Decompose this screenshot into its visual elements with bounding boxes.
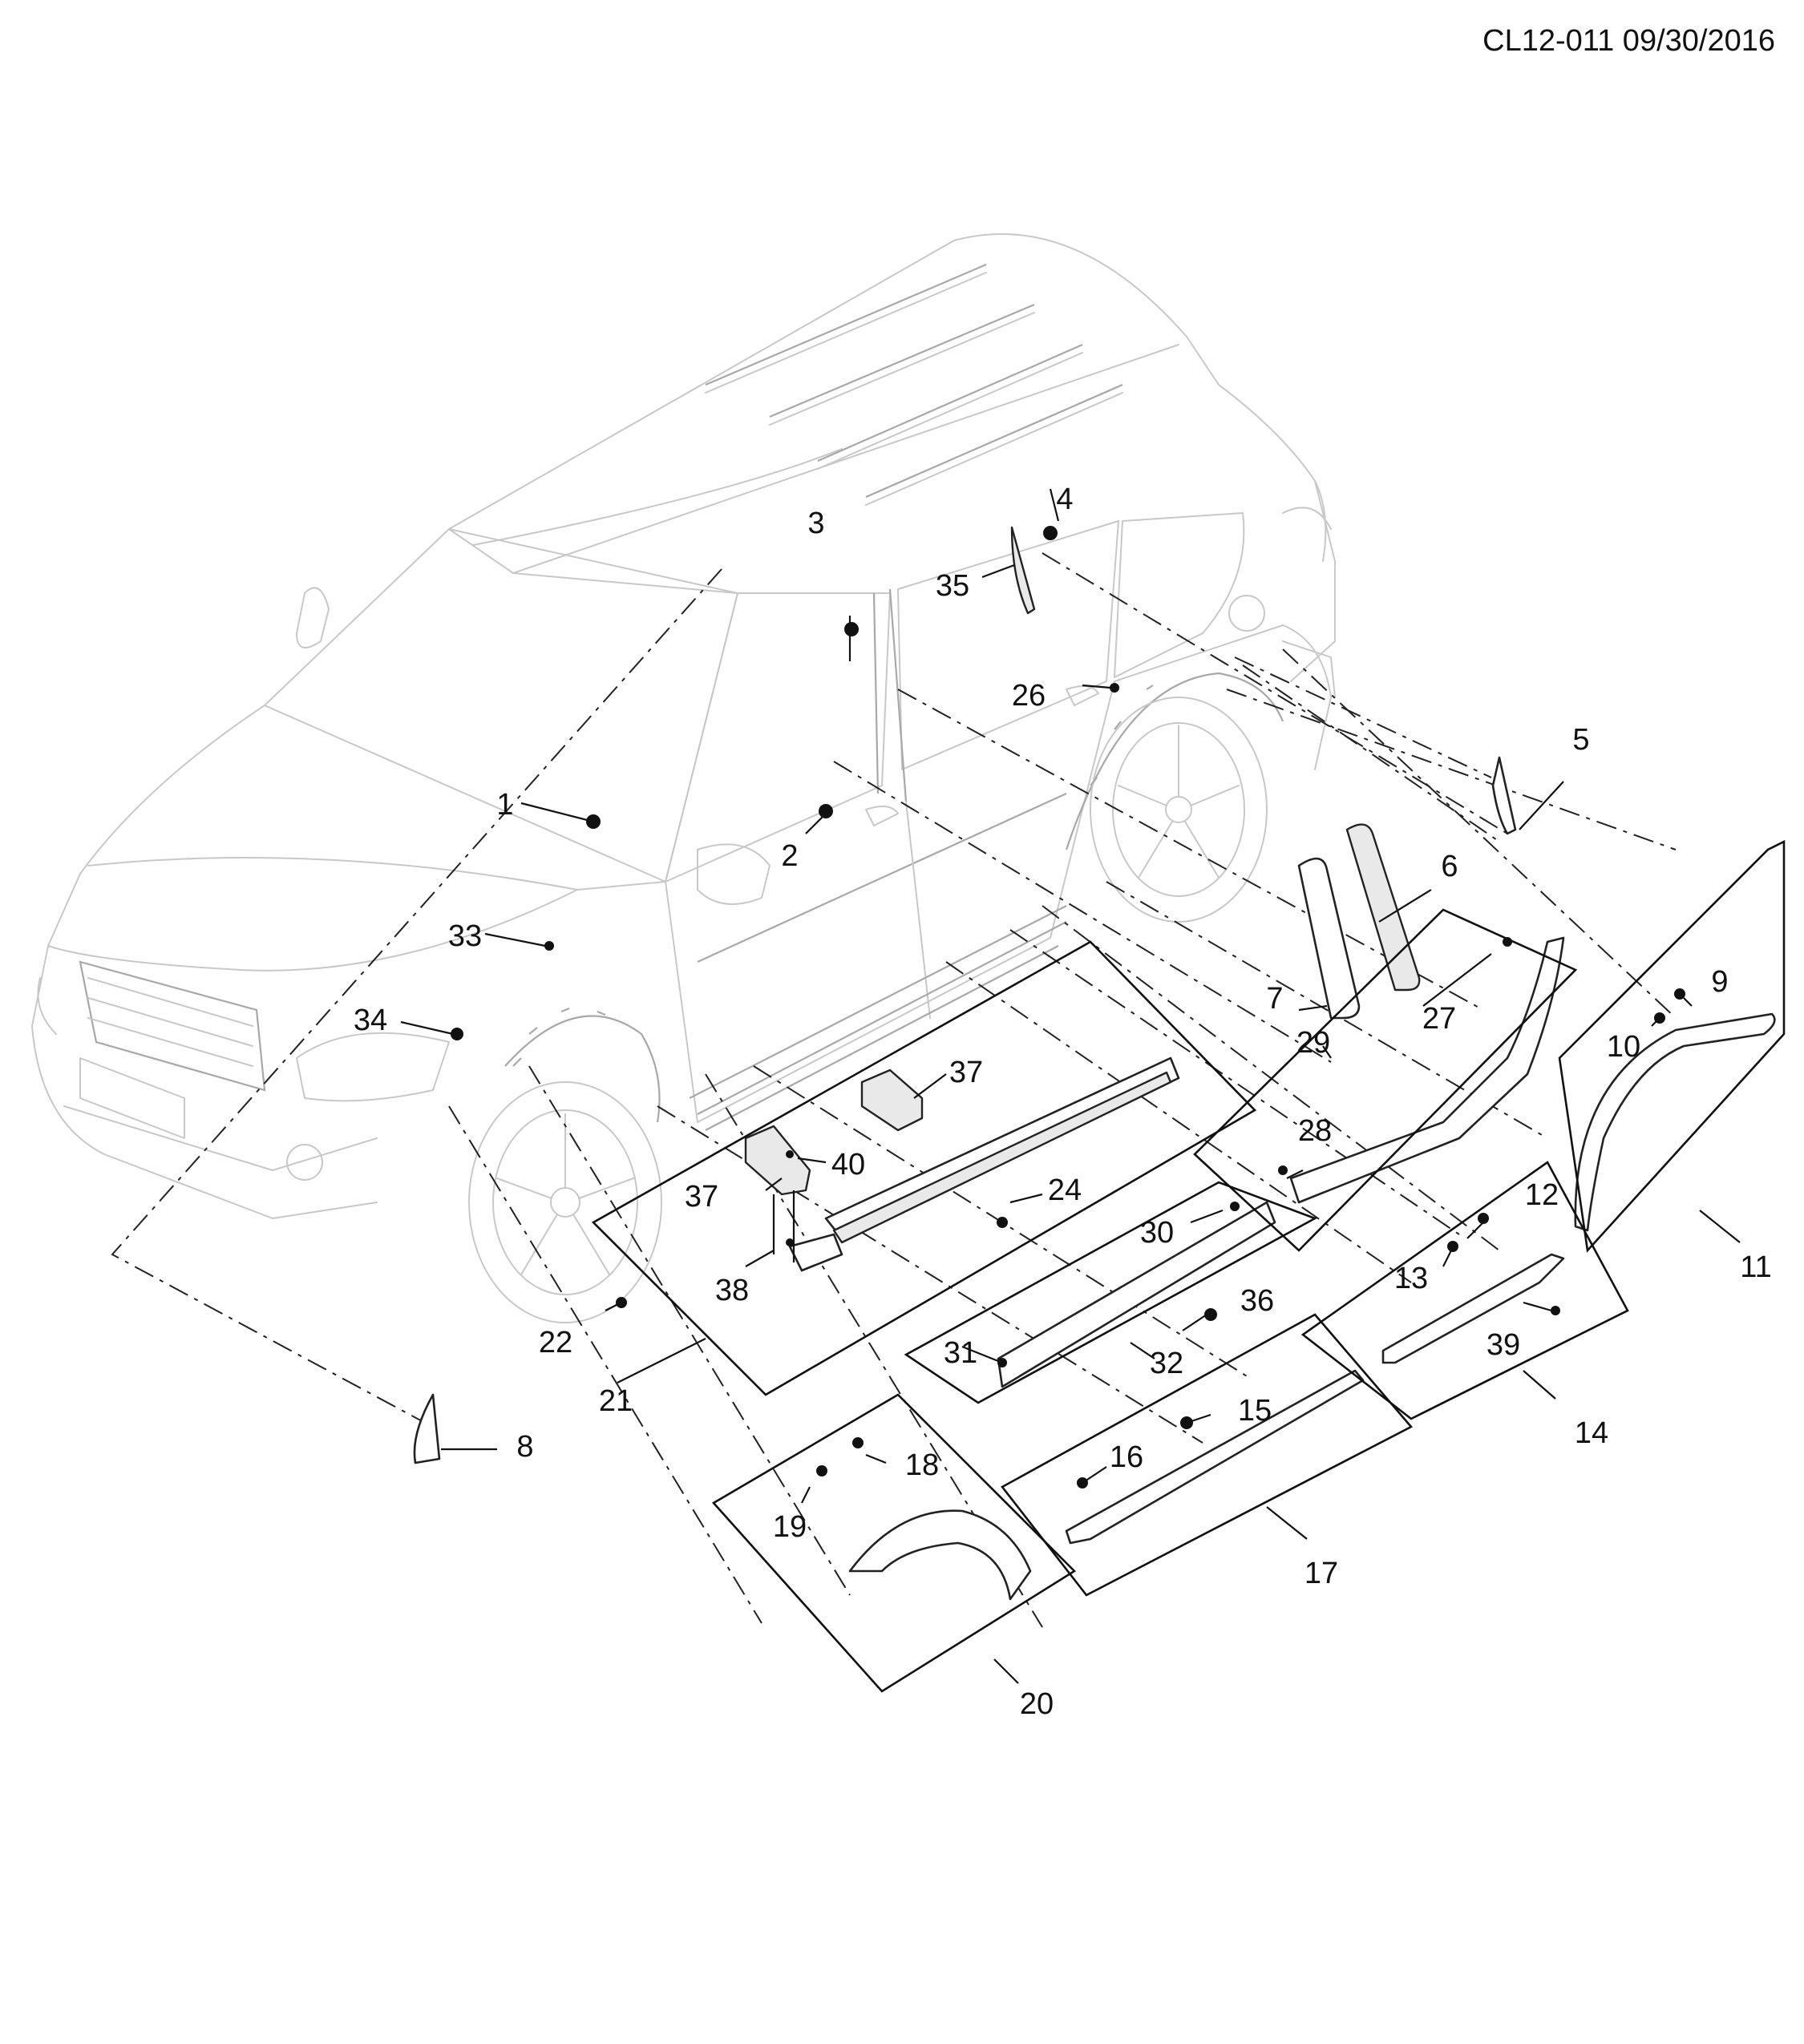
part-17-rocker-molding [1065,1369,1365,1545]
callout-label: 37 [949,1056,983,1089]
part-37-bracket-a [860,1068,924,1132]
part-8-applique [413,1393,441,1464]
part-21-bracket [788,1233,843,1272]
callout-label: 13 [1394,1262,1428,1295]
parts [413,526,1776,1601]
callout-label: 14 [1575,1416,1608,1450]
callout-label: 39 [1486,1328,1520,1362]
frame-30-32 [904,1181,1318,1404]
callout-label: 26 [1012,679,1046,713]
callout-label: 12 [1525,1178,1559,1212]
leader-lines [400,488,1741,1684]
callout-label: 18 [905,1448,939,1482]
callout-label: 31 [944,1336,977,1370]
callout-label: 19 [773,1510,807,1544]
frame-21 [591,940,1257,1396]
callout-label: 6 [1441,850,1458,883]
part-7-pillar-molding [1297,857,1361,1020]
vehicle-outline [31,233,1336,1323]
frame-20 [711,1393,1077,1693]
part-21-running-board-step [832,1071,1172,1244]
document-id-label: CL12-011 09/30/2016 [1482,24,1775,58]
callout-labels: 1 2 3 4 5 6 7 8 9 10 11 12 13 14 15 16 1… [354,483,1772,1721]
part-37-bracket-b [744,1125,811,1196]
frame-29 [1193,908,1578,1252]
callout-label: 8 [516,1430,533,1464]
part-27-rear-door-molding [1289,936,1565,1204]
frame-17 [1001,1313,1414,1597]
callout-label: 21 [599,1384,633,1418]
part-14-rear-lower-molding [1381,1253,1565,1364]
callout-label: 24 [1048,1173,1082,1207]
callout-label: 3 [807,507,824,540]
part-11-rear-wheel-arch [1574,1012,1776,1232]
callout-label: 29 [1296,1026,1330,1060]
callout-label: 5 [1572,723,1589,757]
callout-label: 35 [936,569,969,603]
callout-label: 30 [1140,1216,1174,1250]
callout-label: 34 [354,1004,387,1037]
callout-label: 2 [781,839,798,873]
callout-label: 4 [1056,483,1073,516]
frame-11 [1558,839,1786,1253]
callout-label: 27 [1422,1002,1456,1036]
part-6-pillar-molding [1345,823,1421,992]
callout-label: 16 [1110,1440,1143,1474]
frame-14 [1300,1161,1629,1420]
callout-label: 22 [539,1326,572,1359]
callout-label: 10 [1607,1030,1640,1064]
callout-label: 17 [1304,1557,1338,1590]
part-20-front-wheel-arch [848,1509,1032,1601]
callout-label: 11 [1740,1250,1771,1284]
group-frames [591,839,1786,1693]
callout-label: 33 [448,919,482,953]
callout-label: 37 [685,1180,718,1214]
callout-label: 1 [496,788,513,822]
fastener-dots [451,526,1685,1489]
part-31-front-door-molding [997,1201,1276,1388]
callout-label: 9 [1711,965,1728,999]
callout-label: 15 [1238,1394,1272,1428]
part-5-applique [1491,756,1517,835]
callout-label: 36 [1240,1284,1274,1318]
callout-label: 28 [1298,1114,1332,1148]
callout-label: 38 [715,1274,749,1307]
callout-label: 20 [1020,1687,1054,1721]
callout-label: 7 [1266,982,1283,1016]
callout-label: 32 [1150,1347,1183,1380]
callout-label: 40 [831,1148,865,1182]
part-35-applique [1010,526,1036,615]
